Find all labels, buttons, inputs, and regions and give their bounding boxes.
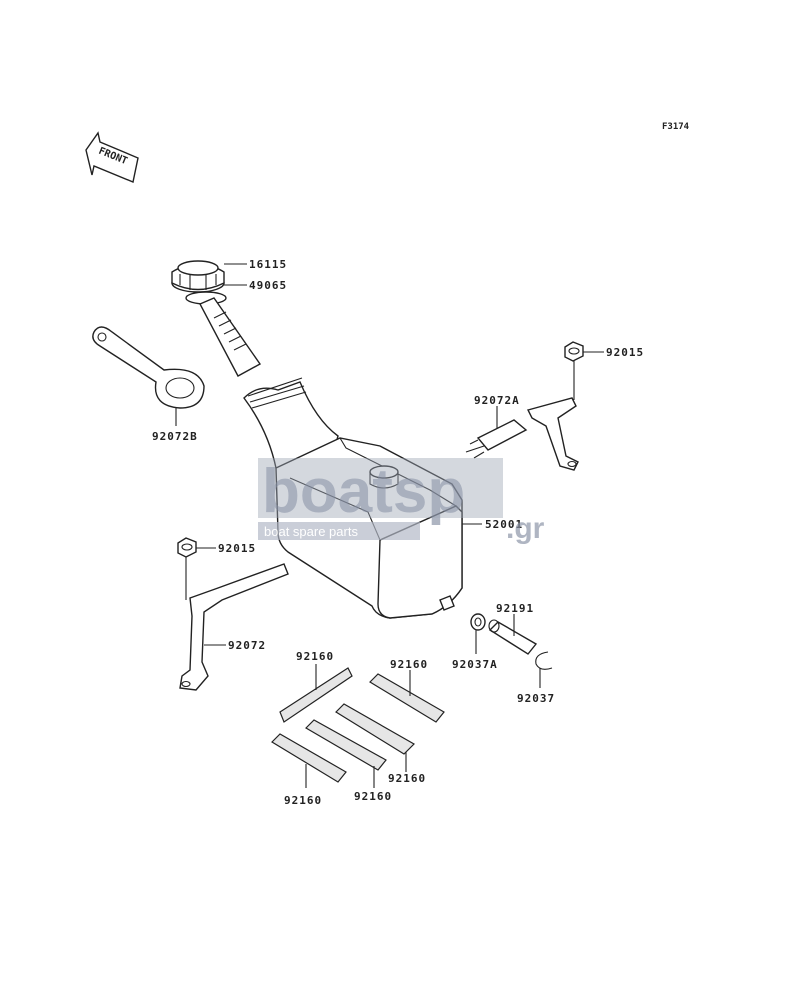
pad-92160-a — [279, 667, 353, 723]
part-label-92160-c: 92160 — [388, 772, 426, 785]
part-label-92015-left: 92015 — [218, 542, 256, 555]
part-label-92160-a: 92160 — [296, 650, 334, 663]
clamp-92037A — [470, 613, 486, 631]
filler-cap — [171, 260, 225, 293]
strap-92072B — [92, 326, 205, 409]
part-label-92160-e: 92160 — [284, 794, 322, 807]
part-label-92072A: 92072A — [474, 394, 520, 407]
part-label-52001: 52001 — [485, 518, 523, 531]
watermark-tagline: boat spare parts — [264, 524, 358, 539]
watermark-brand: boatsp — [262, 457, 465, 526]
band-92072A — [465, 397, 579, 471]
pad-92160-b — [369, 673, 445, 723]
part-label-92160-b: 92160 — [390, 658, 428, 671]
part-label-92015-top: 92015 — [606, 346, 644, 359]
front-arrow-icon: FRONT — [85, 131, 139, 183]
watermark-logo: boatsp .gr boat spare parts — [258, 457, 545, 545]
band-92072 — [179, 563, 289, 691]
part-label-92191: 92191 — [496, 602, 534, 615]
hose-92191 — [488, 619, 538, 655]
part-label-92037: 92037 — [517, 692, 555, 705]
part-label-92072B: 92072B — [152, 430, 198, 443]
part-label-92072: 92072 — [228, 639, 266, 652]
part-label-16115: 16115 — [249, 258, 287, 271]
pad-92160-c — [335, 703, 415, 755]
part-label-92160-d: 92160 — [354, 790, 392, 803]
watermark-suffix: .gr — [506, 512, 545, 545]
clamp-92037 — [535, 651, 553, 670]
pad-92160-e — [271, 733, 347, 783]
pad-92160-d — [305, 719, 387, 771]
nut-92015-left — [177, 537, 197, 558]
figure-id: F3174 — [662, 122, 690, 132]
filler-strainer — [185, 291, 262, 377]
part-label-92037A: 92037A — [452, 658, 498, 671]
part-label-49065: 49065 — [249, 279, 287, 292]
nut-92015-top — [564, 341, 584, 362]
